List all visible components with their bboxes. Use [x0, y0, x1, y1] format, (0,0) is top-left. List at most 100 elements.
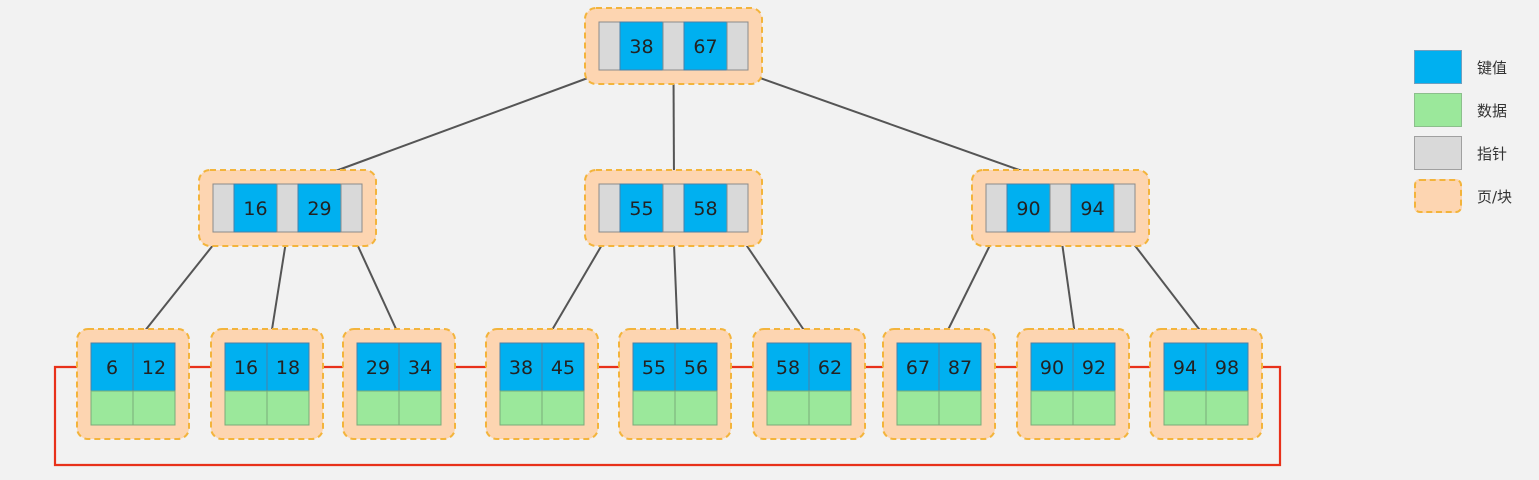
root-edge-3 [737, 69, 1057, 185]
internal-2-key-cell [619, 183, 664, 233]
leaf-1-key-label: 6 [106, 357, 118, 379]
root-edge-1 [302, 69, 610, 185]
legend: 键值 数据 指针 页/块 [1410, 48, 1535, 220]
internal-3-key-label: 94 [1080, 198, 1104, 220]
internal-3-edge-2 [1059, 231, 1079, 343]
internal-3-edge-1 [941, 231, 998, 343]
internal-3-edge-3 [1123, 231, 1210, 343]
leaf-8-key-label: 92 [1082, 357, 1106, 379]
internal-3-node: 90 94 [971, 169, 1150, 247]
leaf-4-node: 38 45 [485, 328, 599, 440]
leaf-4-key-cell [499, 342, 543, 392]
internal-1-edge-1 [135, 231, 225, 343]
internal-1-key-label: 29 [307, 198, 331, 220]
leaf-1-data-cell [132, 390, 176, 426]
root-edge-2 [669, 69, 678, 184]
leaf-3-key-cell [398, 342, 442, 392]
internal-2-pointer-cell [726, 183, 749, 233]
internal-2-pointer-cell [662, 183, 685, 233]
internal-2-key-label: 58 [693, 198, 717, 220]
legend-item-pointer: 指针 [1410, 134, 1535, 170]
leaf-6-key-cell [808, 342, 852, 392]
root-pointer-cell [598, 21, 621, 71]
leaf-2-key-cell [224, 342, 268, 392]
internal-1-edge-2 [267, 231, 289, 343]
root-key-label: 38 [629, 36, 653, 58]
leaf-2-data-cell [266, 390, 310, 426]
leaf-4-key-cell [541, 342, 585, 392]
leaf-8-data-cell [1072, 390, 1116, 426]
leaf-5-node: 55 56 [618, 328, 732, 440]
leaf-5-data-cell [632, 390, 676, 426]
leaf-7-key-cell [938, 342, 982, 392]
legend-label-data: 数据 [1477, 102, 1508, 120]
leaf-9-node: 94 98 [1149, 328, 1263, 440]
legend-swatch-pointer [1414, 136, 1462, 170]
root-key-label: 67 [693, 36, 717, 58]
internal-1-key-cell [233, 183, 278, 233]
leaf-3-key-label: 34 [408, 357, 432, 379]
legend-swatch-key [1414, 50, 1462, 84]
leaf-4-data-cell [499, 390, 543, 426]
legend-label-page: 页/块 [1477, 188, 1513, 206]
internal-1-pointer-cell [212, 183, 235, 233]
legend-item-page: 页/块 [1410, 177, 1535, 213]
leaf-6-data-cell [808, 390, 852, 426]
leaf-1-key-label: 12 [142, 357, 166, 379]
legend-swatch-data [1414, 93, 1462, 127]
leaf-6-data-cell [766, 390, 810, 426]
leaf-5-key-label: 55 [642, 357, 666, 379]
leaf-3-data-cell [356, 390, 400, 426]
leaf-3-key-cell [356, 342, 400, 392]
root-node: 38 67 [584, 7, 763, 85]
leaf-3-data-cell [398, 390, 442, 426]
internal-2-edge-1 [544, 231, 611, 343]
internal-1-key-label: 16 [243, 198, 267, 220]
leaf-wraparound-link [53, 362, 1282, 467]
legend-item-key: 键值 [1410, 48, 1535, 84]
root-key-cell [683, 21, 728, 71]
leaf-7-data-cell [938, 390, 982, 426]
leaf-9-key-label: 98 [1215, 357, 1239, 379]
internal-3-key-label: 90 [1016, 198, 1040, 220]
leaf-2-key-cell [266, 342, 310, 392]
legend-label-pointer: 指针 [1477, 145, 1508, 163]
leaf-4-data-cell [541, 390, 585, 426]
leaf-1-data-cell [90, 390, 134, 426]
leaf-9-key-label: 94 [1173, 357, 1197, 379]
leaf-8-data-cell [1030, 390, 1074, 426]
internal-2-edge-2 [672, 231, 682, 343]
internal-3-pointer-cell [985, 183, 1008, 233]
leaf-2-key-label: 16 [234, 357, 258, 379]
leaf-9-data-cell [1163, 390, 1207, 426]
leaf-7-key-label: 87 [948, 357, 972, 379]
internal-3-key-cell [1006, 183, 1051, 233]
leaf-2-key-label: 18 [276, 357, 300, 379]
internal-2-edge-3 [736, 231, 813, 343]
leaf-7-data-cell [896, 390, 940, 426]
leaf-7-key-cell [896, 342, 940, 392]
leaf-8-key-label: 90 [1040, 357, 1064, 379]
leaf-7-key-label: 67 [906, 357, 930, 379]
leaf-4-key-label: 38 [509, 357, 533, 379]
internal-2-key-cell [683, 183, 728, 233]
leaf-6-key-label: 58 [776, 357, 800, 379]
leaf-3-node: 29 34 [342, 328, 456, 440]
leaf-9-key-cell [1163, 342, 1207, 392]
internal-2-pointer-cell [598, 183, 621, 233]
internal-1-pointer-cell [340, 183, 363, 233]
internal-1-edge-3 [350, 231, 403, 343]
legend-swatch-page [1414, 179, 1462, 213]
root-pointer-cell [662, 21, 685, 71]
legend-label-key: 键值 [1477, 59, 1508, 77]
leaf-5-key-label: 56 [684, 357, 708, 379]
leaf-1-node: 6 12 [76, 328, 190, 440]
internal-1-pointer-cell [276, 183, 299, 233]
leaf-7-node: 67 87 [882, 328, 996, 440]
leaf-4-key-label: 45 [551, 357, 575, 379]
leaf-3-key-label: 29 [366, 357, 390, 379]
